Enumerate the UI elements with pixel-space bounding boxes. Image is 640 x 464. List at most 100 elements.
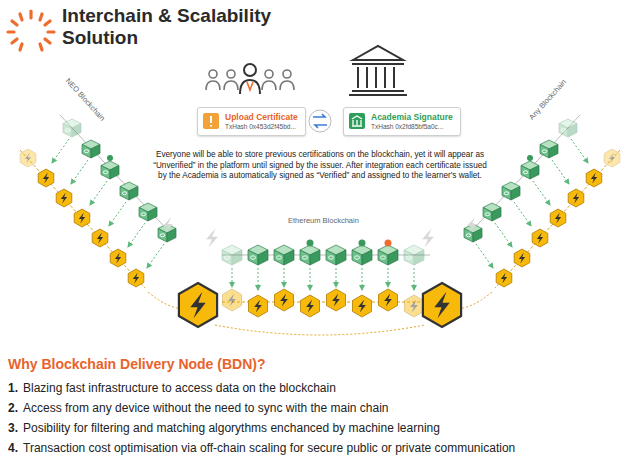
shape — [122, 192, 127, 195]
delivery-node-hexagon — [92, 229, 108, 247]
shape — [20, 149, 36, 167]
shape — [496, 269, 512, 287]
warning-badge — [385, 240, 392, 247]
chain-label: Any Blockchain — [527, 77, 568, 121]
shape — [74, 209, 90, 227]
shape — [555, 213, 561, 224]
section-heading: Why Blockchain Delivery Node (BDN)? — [8, 356, 266, 373]
shape — [101, 166, 110, 180]
shape — [300, 250, 310, 265]
shape — [301, 295, 320, 317]
dashed-arrow — [552, 160, 569, 184]
shape — [521, 166, 530, 180]
block-cube — [63, 119, 81, 137]
shape — [542, 150, 547, 153]
delivery-node-hexagon — [586, 169, 602, 187]
shape — [160, 234, 165, 237]
block-cube — [222, 245, 242, 265]
shape — [110, 166, 119, 180]
delivery-node-hexagon — [550, 209, 566, 227]
box-icon — [348, 112, 366, 130]
shape — [284, 250, 294, 265]
delivery-node-hexagon — [74, 209, 90, 227]
shape — [483, 208, 492, 222]
block-cube — [404, 245, 424, 265]
shape — [586, 169, 602, 187]
shape — [275, 289, 294, 311]
block-cube — [483, 203, 501, 221]
shape — [97, 233, 103, 244]
dashed-arrow — [388, 268, 389, 287]
chain-line — [20, 150, 145, 288]
certificate-box: Upload CertificateTxHash 0x453d2f45bd... — [197, 107, 306, 136]
certificate-box: Academia SignatureTxHash 0x2fd85bf5a0c..… — [343, 107, 461, 136]
exchange-icon — [309, 110, 331, 132]
delivery-node-hexagon — [275, 289, 294, 311]
shape — [223, 289, 242, 311]
chain-line — [495, 150, 620, 288]
lightning-symbol — [163, 217, 173, 233]
shape — [523, 171, 528, 174]
shape — [254, 299, 262, 312]
shape — [388, 250, 398, 265]
dashed-arrow — [232, 268, 233, 287]
shape — [133, 273, 139, 284]
block-cube — [274, 245, 294, 265]
shape — [466, 234, 471, 237]
block-cube — [139, 203, 157, 221]
shape — [277, 256, 282, 259]
people-icons — [206, 64, 294, 94]
delivery-node-hexagon — [223, 289, 242, 311]
shape — [310, 250, 320, 265]
chain-label: Ethereum Blockchain — [288, 216, 359, 225]
shape — [179, 283, 217, 327]
delivery-node-hexagon — [496, 269, 512, 287]
shape — [139, 208, 148, 222]
delivery-node-hexagon — [514, 249, 530, 267]
shape — [72, 124, 81, 138]
block-cube — [352, 245, 372, 265]
shape — [464, 229, 473, 243]
shape — [248, 250, 258, 265]
shape — [381, 256, 386, 259]
dashed-arrow — [514, 202, 531, 226]
dashed-arrow — [258, 268, 259, 290]
tx-hash: TxHash 0x2fd85bf5a0c... — [371, 123, 453, 131]
box-heading: Academia Signature — [371, 112, 453, 123]
shape — [56, 189, 72, 207]
delivery-node-hexagon — [604, 149, 620, 167]
block-cube — [300, 245, 320, 265]
shape — [280, 293, 288, 306]
delivery-node-hexagon — [179, 283, 217, 327]
shape — [532, 229, 548, 247]
academia-building — [349, 46, 407, 95]
shape — [405, 295, 424, 317]
delivery-node-hexagon — [38, 169, 54, 187]
shape — [410, 299, 418, 312]
shape — [423, 283, 461, 327]
delivery-node-hexagon — [56, 189, 72, 207]
dashed-arrow — [533, 181, 550, 205]
delivery-node-hexagon — [20, 149, 36, 167]
shape — [492, 208, 501, 222]
dashed-arrow — [571, 139, 588, 163]
delivery-node-hexagon — [110, 249, 126, 267]
shape — [148, 208, 157, 222]
shape — [225, 256, 230, 259]
shape — [353, 295, 372, 317]
dashed-arrow — [284, 268, 285, 287]
check-badge — [527, 155, 533, 161]
dashed-arrow — [495, 223, 512, 247]
delivery-node-hexagon — [249, 295, 268, 317]
dashed-arrow — [90, 181, 107, 205]
box-icon — [202, 112, 220, 130]
block-cube — [378, 245, 398, 265]
shape — [519, 253, 525, 264]
shape — [530, 166, 539, 180]
list-item: Posibility for filtering and matching al… — [23, 421, 440, 435]
shape — [379, 289, 398, 311]
shape — [407, 256, 412, 259]
shape — [103, 171, 108, 174]
shape — [222, 250, 232, 265]
shape — [362, 250, 372, 265]
